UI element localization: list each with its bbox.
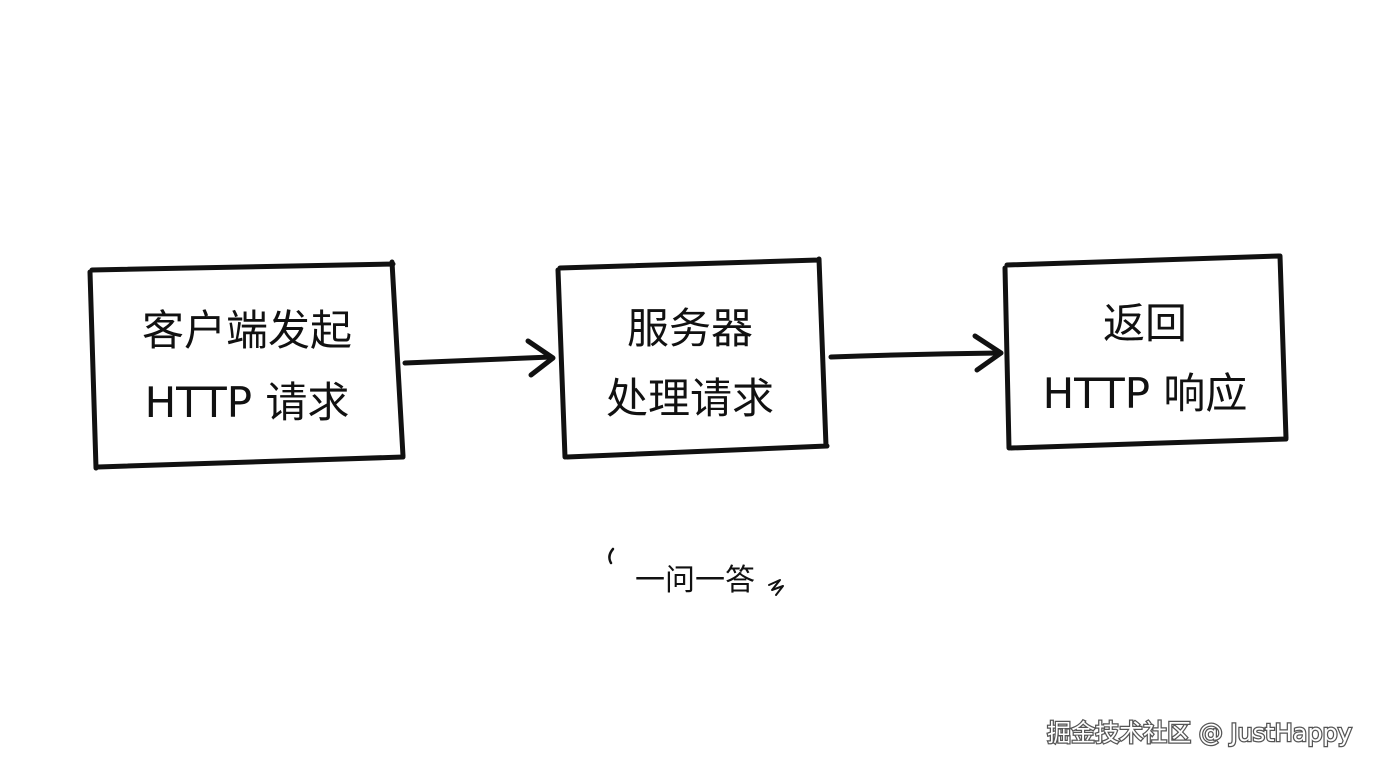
caption-text: 一问一答 — [635, 563, 755, 598]
server-process-box-outline — [555, 256, 830, 460]
server-process-box: 服务器 处理请求 — [555, 256, 830, 460]
arrow-server-to-response — [828, 333, 1004, 373]
client-request-box-outline — [87, 259, 406, 471]
watermark: 掘金技术社区 @ JustHappy — [1047, 719, 1352, 747]
http-response-box-outline — [1002, 253, 1289, 451]
client-request-box: 客户端发起 HTTP 请求 — [87, 259, 406, 471]
client-request-line1: 客户端发起 — [142, 306, 352, 355]
http-response-line1: 返回 — [1103, 299, 1187, 348]
server-process-line2: 处理请求 — [606, 374, 774, 423]
caption-group: 一问一答 — [608, 547, 784, 598]
server-process-line1: 服务器 — [627, 304, 753, 353]
arrow-line — [828, 350, 1002, 360]
http-response-line2: HTTP 响应 — [1043, 369, 1248, 418]
client-request-line2: HTTP 请求 — [145, 378, 350, 427]
arrow-line — [402, 354, 554, 366]
arrow-head — [525, 338, 556, 378]
open-quote-mark — [608, 547, 615, 565]
arrow-client-to-server — [402, 338, 556, 378]
arrow-head — [972, 333, 1004, 373]
close-quote-mark — [768, 579, 784, 596]
http-response-box: 返回 HTTP 响应 — [1002, 253, 1289, 451]
